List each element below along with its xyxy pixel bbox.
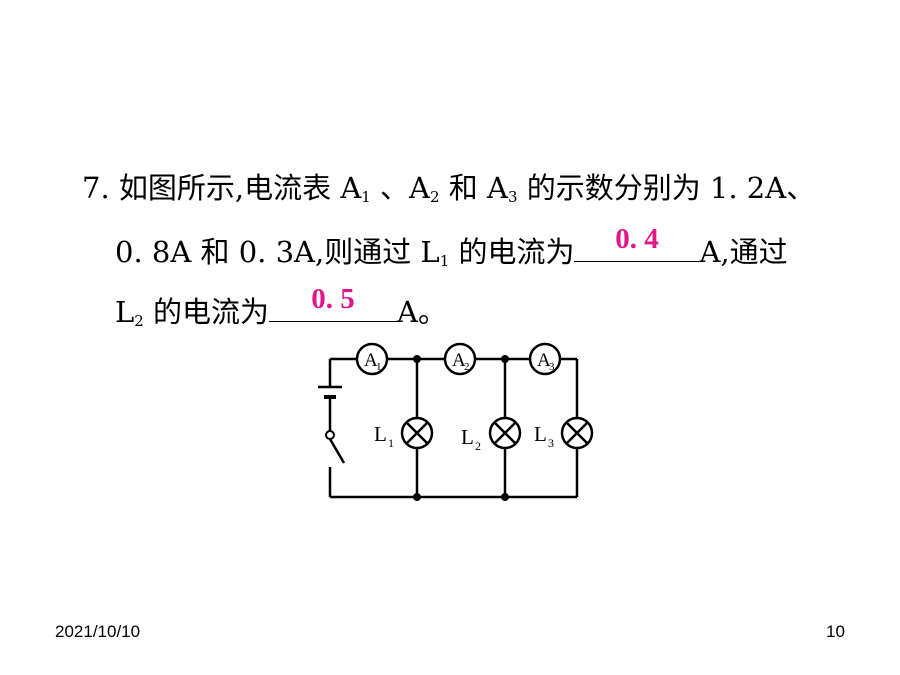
answer-1: 0. 4 <box>615 223 659 255</box>
svg-text:3: 3 <box>548 436 554 450</box>
question-text: A,通过 <box>699 235 788 269</box>
svg-text:A: A <box>364 350 378 371</box>
svg-text:A: A <box>537 350 551 371</box>
subscript: 2 <box>134 312 144 330</box>
svg-text:A: A <box>452 350 466 371</box>
question-line-1: 7. 如图所示,电流表 A1 、A2 和 A3 的示数分别为 1. 2A、 <box>82 168 815 217</box>
question-text: A。 <box>397 295 447 329</box>
svg-text:1: 1 <box>388 436 394 450</box>
ammeter-3: A 3 <box>528 342 562 376</box>
answer-blank-1: 0. 4 <box>574 223 700 262</box>
switch-lever <box>328 438 346 464</box>
subscript: 1 <box>361 188 371 206</box>
lamp-2: L 2 <box>461 416 522 453</box>
svg-text:L: L <box>374 422 387 446</box>
lamp-1: L 1 <box>374 416 434 450</box>
junction-dot <box>413 355 421 363</box>
question-text: 7. 如图所示,电流表 A <box>82 171 362 205</box>
subscript: 3 <box>507 188 518 206</box>
svg-text:1: 1 <box>376 361 382 373</box>
question-text: 的电流为 <box>449 235 575 269</box>
question-text: 0. 8A 和 0. 3A,则通过 L <box>115 235 440 269</box>
switch-contact <box>325 430 335 440</box>
page-number: 10 <box>826 622 845 641</box>
junction-dot <box>501 355 509 363</box>
circuit-diagram: A 1 A 2 A 3 L 1 L 2 L 3 <box>318 342 594 501</box>
junction-dot <box>501 493 509 501</box>
svg-text:2: 2 <box>464 361 470 373</box>
answer-blank-2: 0. 5 <box>269 283 398 322</box>
question-line-3: L2 的电流为 0. 5 A。 <box>115 283 447 341</box>
junction-dot <box>413 493 421 501</box>
answer-2: 0. 5 <box>311 283 355 315</box>
svg-text:2: 2 <box>475 439 481 453</box>
subscript: 1 <box>439 252 450 270</box>
question-text: 和 A <box>439 171 508 205</box>
question-text: L <box>115 295 135 329</box>
ammeter-2: A 2 <box>443 342 477 376</box>
svg-text:L: L <box>534 422 547 446</box>
svg-text:3: 3 <box>549 361 555 373</box>
question-line-2: 0. 8A 和 0. 3A,则通过 L1 的电流为 0. 4 A,通过 <box>115 223 788 281</box>
svg-text:L: L <box>461 425 474 449</box>
footer-date: 2021/10/10 <box>55 622 141 641</box>
ammeter-1: A 1 <box>355 342 389 376</box>
lamp-3: L 3 <box>534 416 594 450</box>
question-text: 的电流为 <box>143 295 270 329</box>
subscript: 2 <box>430 188 440 206</box>
question-text: 、A <box>370 171 430 205</box>
question-text: 的示数分别为 1. 2A、 <box>517 171 816 205</box>
